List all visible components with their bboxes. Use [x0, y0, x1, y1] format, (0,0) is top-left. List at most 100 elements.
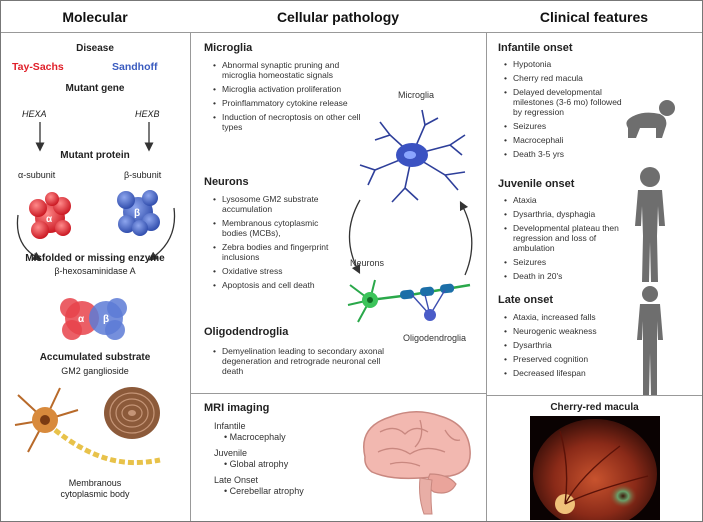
cycle-arrow-right	[459, 200, 473, 276]
adult-silhouette-icon	[637, 286, 663, 395]
membranous-body-label-line-2: cytoplasmic body	[60, 489, 130, 499]
oligodendrocyte-cell	[411, 289, 446, 321]
enzyme-beta-symbol: β	[103, 314, 109, 325]
header-cellular: Cellular pathology	[276, 9, 400, 25]
microglia-list: Abnormal synaptic pruning and microglia …	[213, 60, 373, 136]
arrow-alpha-to-enzyme	[16, 214, 42, 261]
neuron-with-inclusions	[14, 387, 161, 466]
mri-groups: Infantile • Macrocephaly Juvenile • Glob…	[214, 421, 304, 497]
oligodendroglia-list: Demyelination leading to secondary axona…	[213, 346, 388, 380]
infantile-list: Hypotonia Cherry red macula Delayed deve…	[504, 59, 622, 163]
beta-symbol: β	[134, 208, 140, 219]
microglia-item: Proinflammatory cytokine release	[213, 98, 373, 108]
late-list: Ataxia, increased falls Neurogenic weakn…	[504, 312, 629, 382]
fundus-image	[530, 416, 660, 520]
myelin-sheath	[400, 283, 455, 300]
mri-group-item-text: Macrocephaly	[229, 432, 286, 442]
alpha-subunit-molecule	[29, 192, 71, 239]
neurons-list: Lysosome GM2 substrate accumulation Memb…	[213, 194, 343, 294]
cherry-red-macula	[609, 484, 637, 508]
substrate-label: Accumulated substrate	[39, 352, 151, 363]
alpha-symbol: α	[46, 214, 53, 225]
oligodendroglia-item: Demyelination leading to secondary axona…	[213, 346, 388, 376]
sandhoff-label: Sandhoff	[112, 61, 158, 73]
infantile-item: Macrocephali	[504, 135, 622, 145]
mri-group-item: • Global atrophy	[224, 459, 289, 469]
alpha-subunit-label: α-subunit	[18, 170, 56, 180]
tay-sachs-label: Tay-Sachs	[12, 61, 64, 73]
substrate-name: GM2 ganglioside	[61, 366, 129, 376]
juvenile-item: Death in 20's	[504, 271, 629, 281]
juvenile-item: Ataxia	[504, 195, 629, 205]
juvenile-item: Seizures	[504, 257, 629, 267]
mri-group-label: Late Onset	[214, 475, 259, 485]
membranous-body-illustration	[14, 387, 161, 466]
neurons-item: Oxidative stress	[213, 266, 343, 276]
enzyme-name: β-hexosaminidase A	[54, 266, 136, 276]
brain-illustration	[363, 411, 471, 515]
column-divider-2	[486, 32, 487, 521]
late-title: Late onset	[498, 294, 554, 306]
beta-subunit-label: β-subunit	[124, 170, 162, 180]
crawling-baby-icon	[626, 100, 675, 138]
macula-divider	[487, 395, 702, 396]
header-molecular: Molecular	[62, 9, 128, 25]
macula-title: Cherry-red macula	[550, 402, 639, 413]
gene-hexa: HEXA	[22, 109, 47, 119]
neurons-item: Apoptosis and cell death	[213, 280, 343, 290]
mri-group-item: • Cerebellar atrophy	[224, 486, 304, 496]
juvenile-item: Dysarthria, dysphagia	[504, 209, 629, 219]
child-silhouette-icon	[635, 167, 665, 282]
neurons-item: Lysosome GM2 substrate accumulation	[213, 194, 343, 214]
neurons-title: Neurons	[204, 176, 249, 188]
neurons-item: Zebra bodies and fingerprint inclusions	[213, 242, 343, 262]
microglia-item: Induction of necroptosis on other cell t…	[213, 112, 373, 132]
gene-hexb: HEXB	[135, 109, 160, 119]
late-item: Decreased lifespan	[504, 368, 629, 378]
molecular-illustration: α β α β	[16, 122, 176, 340]
mri-group-label: Infantile	[214, 421, 246, 431]
infantile-item: Cherry red macula	[504, 73, 622, 83]
late-item: Dysarthria	[504, 340, 629, 350]
late-item: Ataxia, increased falls	[504, 312, 629, 322]
mri-divider	[191, 393, 486, 394]
membranous-cytoplasmic-body	[104, 387, 160, 439]
brain-icon	[363, 411, 471, 515]
late-item: Neurogenic weakness	[504, 326, 629, 336]
mri-title: MRI imaging	[204, 402, 270, 414]
membranous-body-label-line-1: Membranous	[68, 478, 122, 488]
infantile-item: Death 3-5 yrs	[504, 149, 622, 159]
microglia-item: Abnormal synaptic pruning and microglia …	[213, 60, 373, 80]
late-item: Preserved cognition	[504, 354, 629, 364]
cell-cycle-illustration	[347, 109, 473, 323]
juvenile-title: Juvenile onset	[498, 178, 575, 190]
microglia-title: Microglia	[204, 42, 253, 54]
header-clinical: Clinical features	[539, 9, 649, 25]
enzyme-alpha-symbol: α	[78, 314, 85, 325]
mri-group-item: • Macrocephaly	[224, 432, 286, 442]
neurons-item: Membranous cytoplasmic bodies (MCBs),	[213, 218, 343, 238]
header-divider	[1, 32, 702, 33]
enzyme-label: Misfolded or missing enzyme	[25, 253, 165, 264]
microglia-nucleus	[404, 151, 416, 159]
arrow-beta-to-enzyme	[148, 207, 176, 261]
mutant-protein-label: Mutant protein	[60, 150, 130, 161]
neurons-illustration-label: Neurons	[350, 258, 385, 268]
mri-group-item-text: Global atrophy	[229, 459, 289, 469]
infantile-item: Seizures	[504, 121, 622, 131]
infantile-item: Hypotonia	[504, 59, 622, 69]
juvenile-list: Ataxia Dysarthria, dysphagia Development…	[504, 195, 629, 285]
oligodendroglia-title: Oligodendroglia	[204, 326, 289, 338]
juvenile-item: Developmental plateau then regression an…	[504, 223, 629, 253]
cycle-arrow-left	[348, 199, 361, 275]
infantile-item: Delayed developmental milestones (3-6 mo…	[504, 87, 622, 117]
column-divider-1	[190, 32, 191, 521]
beta-subunit-molecule	[117, 190, 160, 236]
microglia-item: Microglia activation proliferation	[213, 84, 373, 94]
disease-label: Disease	[76, 43, 114, 54]
mri-group-label: Juvenile	[214, 448, 248, 458]
microglia-illustration-label: Microglia	[398, 90, 435, 100]
mutant-gene-label: Mutant gene	[65, 83, 125, 94]
retinal-vessels	[559, 430, 649, 505]
infantile-title: Infantile onset	[498, 42, 573, 54]
